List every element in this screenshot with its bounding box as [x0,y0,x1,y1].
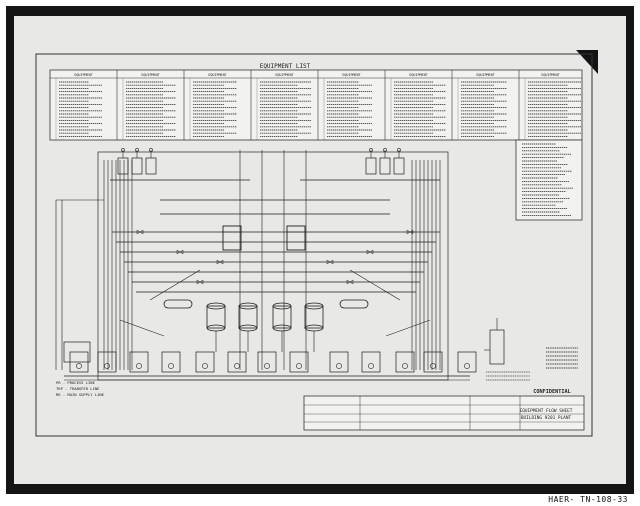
haer-caption: HAER- TN-108-33 [548,495,628,504]
pump [234,363,240,369]
reactor-vessel [304,305,324,329]
receiver-tank [457,351,477,373]
valve [366,249,374,255]
pump [136,363,142,369]
feed-tank [145,157,157,175]
pump [368,363,374,369]
column-header: EQUIPMENT [208,73,226,77]
valve [196,279,204,285]
column-vessel [222,225,242,251]
column-vessel [286,225,306,251]
receiver-tank [329,351,349,373]
connector [149,269,201,301]
column-headers: EQUIPMENT EQUIPMENT EQUIPMENT EQUIPMENT EQUI… [74,70,560,140]
feed-tank [365,157,377,175]
reactor-vessel [206,305,226,329]
column-header: EQUIPMENT [476,73,494,77]
receiver-tank [195,351,215,373]
feed-tank [379,157,391,175]
receiver-tank [257,351,277,373]
connector [349,269,401,301]
valve [176,249,184,255]
connector [119,319,165,337]
receiver-tank [97,351,117,373]
pump [402,363,408,369]
valve [216,259,224,265]
equipment-list-title: EQUIPMENT LIST [260,63,311,70]
heat-exchanger [339,299,369,309]
table-text-lines [55,78,581,140]
valve [135,148,139,152]
receiver-tank [423,351,443,373]
pump [168,363,174,369]
pump [430,363,436,369]
schematic-boundary [97,151,449,381]
receiver-tank [161,351,181,373]
connector [385,319,431,337]
classification-stamp: CONFIDENTIAL [533,389,570,395]
legend-line-2: TRP - TRANSFER LINE [56,386,100,391]
right-side-vessel [484,318,505,365]
heat-exchanger [163,299,193,309]
extension-text-lines [522,143,573,216]
pump [202,363,208,369]
legend-line-3: MS - MAIN SUPPLY LINE [56,392,105,397]
receiver-tank [227,351,247,373]
column-header: EQUIPMENT [74,73,92,77]
process-schematic [55,148,477,381]
receiver-tank [361,351,381,373]
column-header: EQUIPMENT [141,73,159,77]
valve [383,148,387,152]
feed-box [63,341,91,363]
valve [149,148,153,152]
valve [121,148,125,152]
pump [336,363,342,369]
equipment-list-table [49,69,583,141]
pump [464,363,470,369]
valve [406,229,414,235]
reactor-vessel [272,305,292,329]
valve [326,259,334,265]
column-header: EQUIPMENT [342,73,360,77]
pump [104,363,110,369]
title-block-line-1: EQUIPMENT FLOW SHEET [520,408,573,414]
valve [397,148,401,152]
feed-tank [131,157,143,175]
title-block [303,395,585,431]
reactor-vessel [238,305,258,329]
right-side-notes [486,347,578,381]
pump [296,363,302,369]
valve [369,148,373,152]
title-block-line-2: BUILDING 9201 PLANT [521,415,572,421]
equipment-list-extension [515,139,583,221]
receiver-tank [289,351,309,373]
column-header: EQUIPMENT [541,73,559,77]
legend-block: PR - PROCESS LINE TRP - TRANSFER LINE MS… [56,380,105,397]
receiver-tank [395,351,415,373]
drawing-border [35,53,593,437]
pump [264,363,270,369]
feed-tank [393,157,405,175]
valve [136,229,144,235]
column-header: EQUIPMENT [275,73,293,77]
pump [76,363,82,369]
column-header: EQUIPMENT [409,73,427,77]
legend-line-1: PR - PROCESS LINE [56,380,96,385]
receiver-tank [129,351,149,373]
valve [346,279,354,285]
feed-tank [117,157,129,175]
